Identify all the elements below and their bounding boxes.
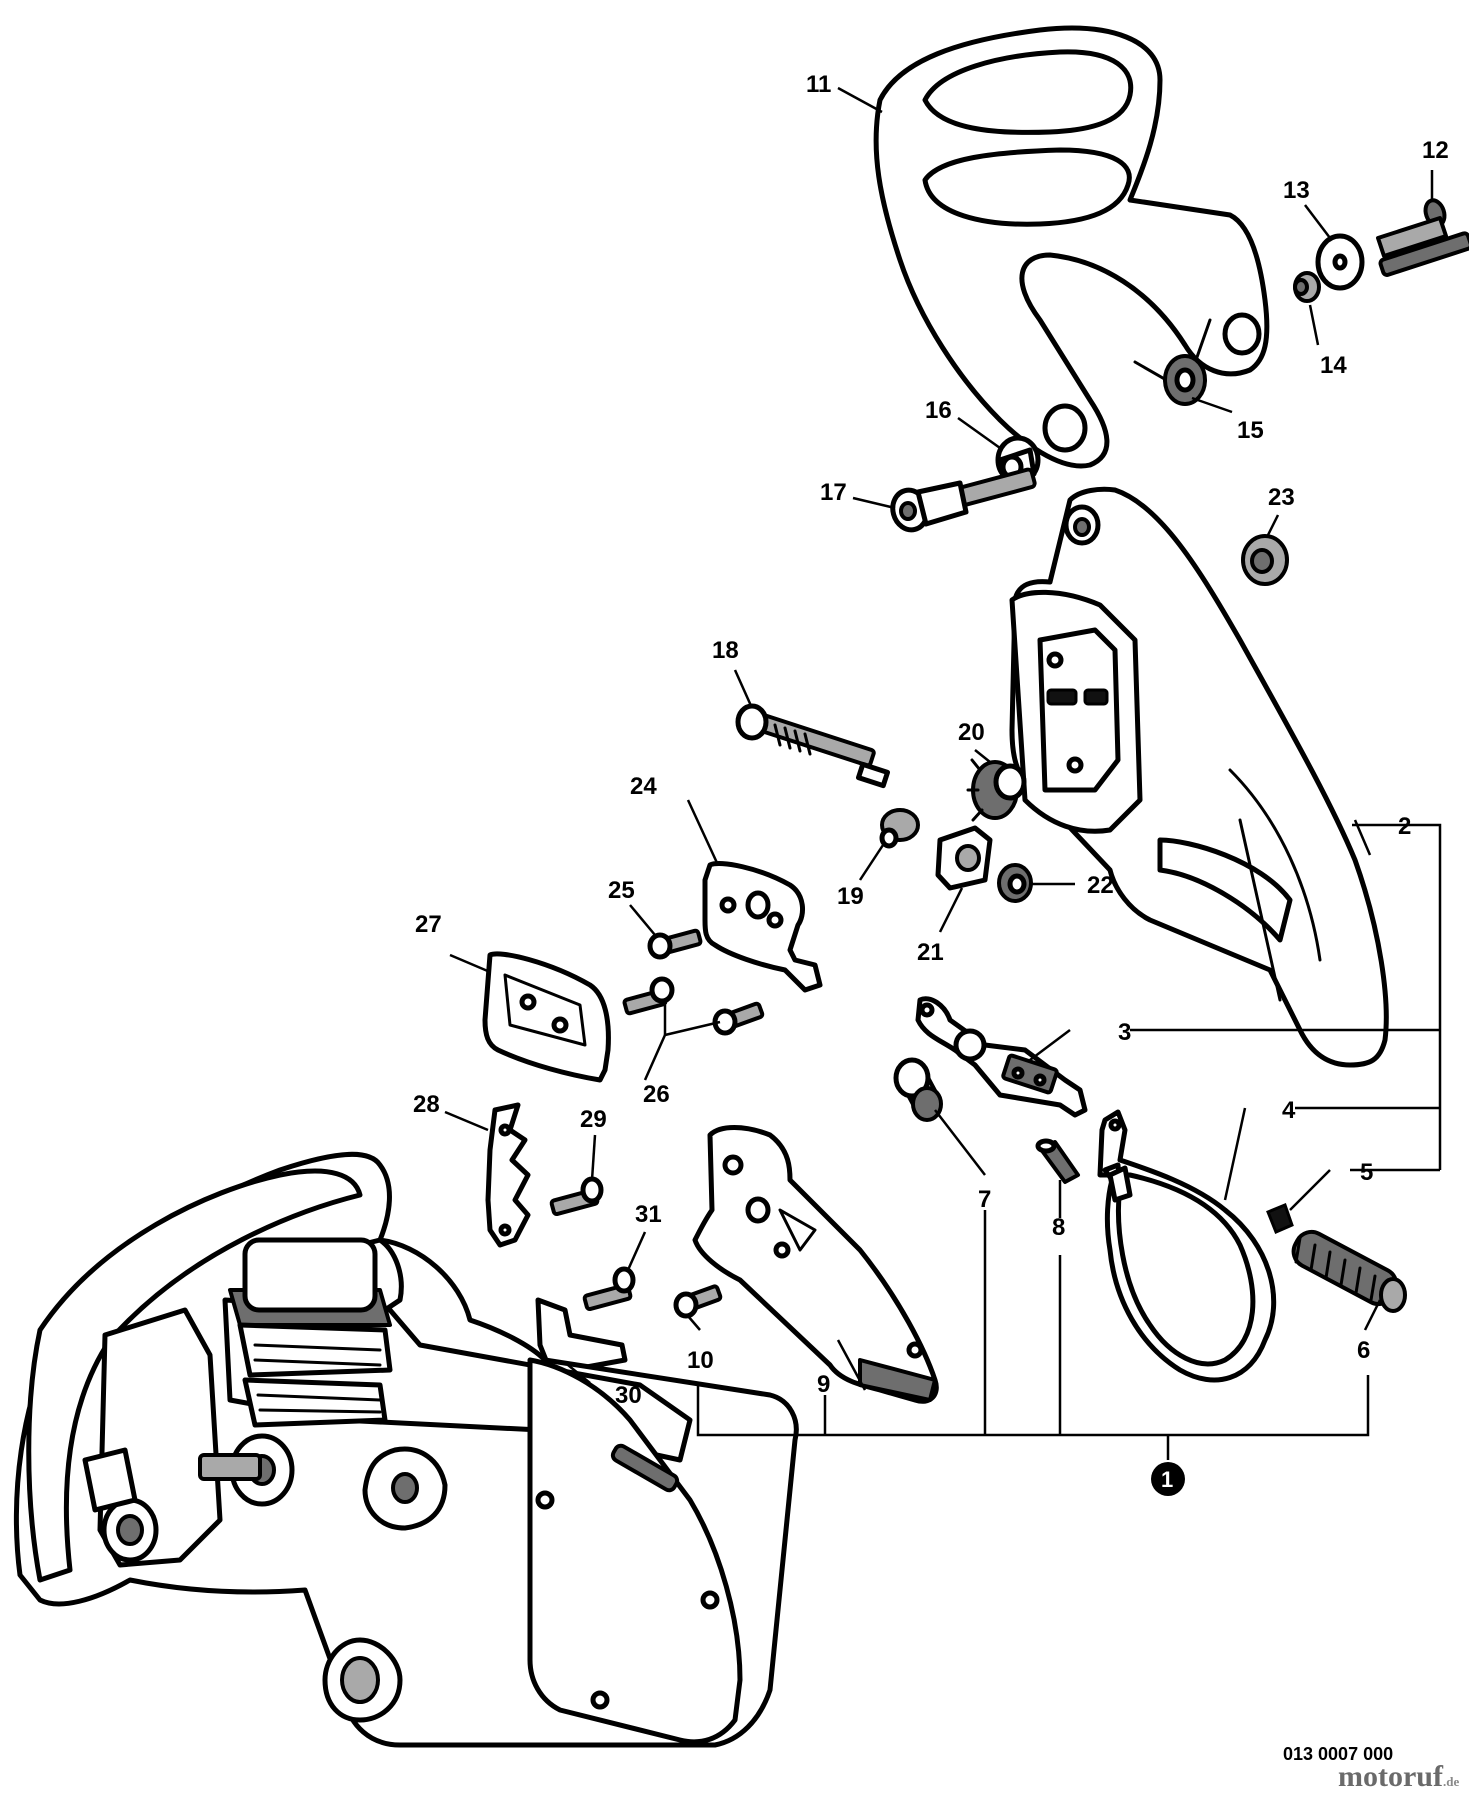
label-part-30[interactable]: 30 <box>615 1382 642 1409</box>
label-part-29[interactable]: 29 <box>580 1106 607 1133</box>
label-part-14[interactable]: 14 <box>1320 352 1347 379</box>
label-part-5[interactable]: 5 <box>1360 1159 1373 1186</box>
screw-part-29[interactable] <box>549 1176 604 1217</box>
label-part-31[interactable]: 31 <box>635 1201 662 1228</box>
brake-linkage-part-3[interactable] <box>915 996 1088 1118</box>
label-part-23[interactable]: 23 <box>1268 484 1295 511</box>
screw-pair-part-26[interactable] <box>622 976 765 1036</box>
part-labels: 11 12 13 14 15 16 17 23 18 20 2 24 19 22… <box>413 71 1449 1409</box>
clip-part-5[interactable] <box>1266 1203 1294 1234</box>
label-part-10[interactable]: 10 <box>687 1347 714 1374</box>
label-part-13[interactable]: 13 <box>1283 177 1310 204</box>
label-part-6[interactable]: 6 <box>1357 1337 1370 1364</box>
document-number: 013 0007 000 <box>1283 1744 1394 1764</box>
spring-part-6[interactable] <box>1288 1226 1407 1313</box>
label-part-27[interactable]: 27 <box>415 911 442 938</box>
bushing-part-14[interactable] <box>1293 271 1321 303</box>
watermark-main: motoruf <box>1338 1760 1443 1793</box>
label-part-17[interactable]: 17 <box>820 479 847 506</box>
screw-part-12[interactable] <box>1376 198 1469 277</box>
watermark-logo: motoruf.de <box>1338 1760 1459 1794</box>
watermark-tld: .de <box>1442 1774 1460 1789</box>
leader-lines <box>444 86 1442 1460</box>
tensioner-block-part-21[interactable] <box>935 825 993 891</box>
torsion-spring-part-15[interactable] <box>1133 318 1212 406</box>
small-screw-part-25[interactable] <box>647 928 703 960</box>
label-part-2[interactable]: 2 <box>1398 813 1411 840</box>
label-part-7[interactable]: 7 <box>978 1186 991 1213</box>
label-part-8[interactable]: 8 <box>1052 1214 1065 1241</box>
kit-marker-part-1[interactable]: 1 <box>1151 1462 1185 1496</box>
label-part-12[interactable]: 12 <box>1422 137 1449 164</box>
tensioner-screw-part-18[interactable] <box>735 703 891 789</box>
front-hand-guard-part-11[interactable] <box>873 25 1270 469</box>
label-part-25[interactable]: 25 <box>608 877 635 904</box>
label-part-21[interactable]: 21 <box>917 939 944 966</box>
label-part-1: 1 <box>1161 1467 1173 1492</box>
label-part-3[interactable]: 3 <box>1118 1019 1131 1046</box>
label-part-22[interactable]: 22 <box>1087 872 1114 899</box>
gear-nut-part-22[interactable] <box>997 863 1033 903</box>
tensioner-gear-part-20[interactable] <box>966 758 1027 822</box>
label-part-4[interactable]: 4 <box>1282 1097 1296 1124</box>
clutch-cover-part-2[interactable] <box>1009 486 1389 1068</box>
label-part-24[interactable]: 24 <box>630 773 657 800</box>
screw-part-31[interactable] <box>582 1266 636 1312</box>
screw-part-10[interactable] <box>673 1284 723 1319</box>
tensioner-pin-part-19[interactable] <box>879 808 920 849</box>
engine-housing <box>13 1151 799 1748</box>
chain-catcher-part-30[interactable] <box>535 1297 628 1373</box>
brake-band-part-4[interactable] <box>1097 1109 1277 1383</box>
label-part-19[interactable]: 19 <box>837 883 864 910</box>
label-part-28[interactable]: 28 <box>413 1091 440 1118</box>
label-part-20[interactable]: 20 <box>958 719 985 746</box>
label-part-18[interactable]: 18 <box>712 637 739 664</box>
label-part-11[interactable]: 11 <box>806 71 831 98</box>
label-part-9[interactable]: 9 <box>817 1371 830 1398</box>
nut-part-23[interactable] <box>1241 534 1289 586</box>
bumper-spike-part-28[interactable] <box>485 1102 531 1248</box>
brake-lever-part-9[interactable] <box>692 1125 939 1404</box>
pin-part-8[interactable] <box>1035 1138 1080 1184</box>
label-part-26[interactable]: 26 <box>643 1081 670 1108</box>
spacer-part-7[interactable] <box>893 1057 943 1122</box>
label-part-16[interactable]: 16 <box>925 397 952 424</box>
bar-plate-part-24[interactable] <box>702 861 823 993</box>
washer-part-13[interactable] <box>1315 233 1365 291</box>
label-part-15[interactable]: 15 <box>1237 417 1264 444</box>
socket-screw-part-17[interactable] <box>888 467 1037 534</box>
outer-plate-part-27[interactable] <box>482 951 611 1083</box>
